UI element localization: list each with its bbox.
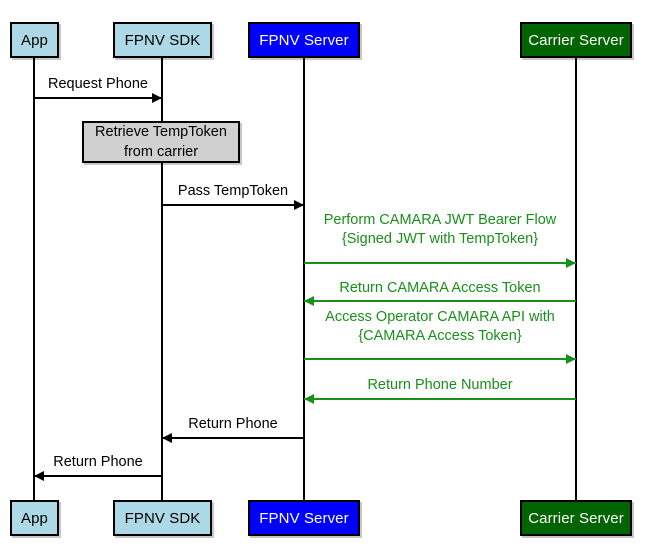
lifeline-carrier bbox=[575, 58, 577, 500]
message-arrowhead-return-camara-access-token bbox=[304, 296, 314, 306]
message-label-return-phone-server-to-sdk: Return Phone bbox=[162, 415, 304, 434]
actor-label: FPNV SDK bbox=[124, 31, 201, 49]
message-label-perform-camara-jwt-bearer-flow: Perform CAMARA JWT Bearer Flow {Signed JW… bbox=[304, 211, 576, 249]
actor-label: Carrier Server bbox=[528, 509, 624, 527]
actor-label: FPNV SDK bbox=[124, 509, 201, 527]
actor-footer-carrier[interactable]: Carrier Server bbox=[520, 500, 632, 536]
actor-header-sdk[interactable]: FPNV SDK bbox=[113, 22, 212, 58]
message-label-access-operator-camara-api: Access Operator CAMARA API with {CAMARA A… bbox=[304, 308, 576, 346]
message-arrowhead-return-phone-server-to-sdk bbox=[162, 433, 172, 443]
message-label-line: Perform CAMARA JWT Bearer Flow bbox=[323, 212, 557, 228]
message-label-line: Return Phone Number bbox=[367, 377, 513, 393]
message-arrow-return-camara-access-token bbox=[304, 300, 576, 302]
message-arrow-perform-camara-jwt-bearer-flow bbox=[304, 262, 576, 264]
lifeline-sdk bbox=[161, 58, 163, 500]
lifeline-server bbox=[303, 58, 305, 500]
message-arrowhead-request-phone bbox=[152, 93, 162, 103]
actor-label: FPNV Server bbox=[259, 509, 349, 527]
message-label-line: Access Operator CAMARA API with bbox=[325, 309, 555, 325]
message-label-line: Return CAMARA Access Token bbox=[339, 280, 541, 296]
actor-label: App bbox=[21, 31, 48, 49]
actor-footer-app[interactable]: App bbox=[10, 500, 59, 536]
message-label-return-camara-access-token: Return CAMARA Access Token bbox=[304, 279, 576, 298]
actor-label: FPNV Server bbox=[259, 31, 349, 49]
message-label-line: Pass TempToken bbox=[177, 183, 289, 199]
message-arrowhead-access-operator-camara-api bbox=[566, 354, 576, 364]
message-label-line: Return Phone bbox=[53, 454, 143, 470]
lifeline-app bbox=[33, 58, 35, 500]
message-label-line: Return Phone bbox=[188, 416, 278, 432]
message-arrowhead-return-phone-number bbox=[304, 394, 314, 404]
message-arrowhead-return-phone-sdk-to-app bbox=[34, 471, 44, 481]
message-label-return-phone-sdk-to-app: Return Phone bbox=[34, 453, 162, 472]
message-arrow-pass-temptoken bbox=[162, 204, 304, 206]
message-arrowhead-pass-temptoken bbox=[294, 200, 304, 210]
message-arrowhead-perform-camara-jwt-bearer-flow bbox=[566, 258, 576, 268]
message-label-return-phone-number: Return Phone Number bbox=[304, 376, 576, 395]
actor-label: App bbox=[21, 509, 48, 527]
message-arrow-request-phone bbox=[34, 97, 162, 99]
actor-footer-sdk[interactable]: FPNV SDK bbox=[113, 500, 212, 536]
message-arrow-return-phone-sdk-to-app bbox=[34, 475, 162, 477]
message-label-line: {Signed JWT with TempToken} bbox=[341, 231, 539, 247]
message-label-request-phone: Request Phone bbox=[34, 75, 162, 94]
note-line: from carrier bbox=[123, 144, 199, 160]
actor-label: Carrier Server bbox=[528, 31, 624, 49]
message-label-pass-temptoken: Pass TempToken bbox=[162, 182, 304, 201]
actor-header-app[interactable]: App bbox=[10, 22, 59, 58]
message-arrow-return-phone-number bbox=[304, 398, 576, 400]
message-label-line: Request Phone bbox=[48, 76, 148, 92]
note-line: Retrieve TempToken bbox=[95, 124, 227, 140]
message-arrow-access-operator-camara-api bbox=[304, 358, 576, 360]
actor-footer-server[interactable]: FPNV Server bbox=[248, 500, 360, 536]
message-arrow-return-phone-server-to-sdk bbox=[162, 437, 304, 439]
actor-header-server[interactable]: FPNV Server bbox=[248, 22, 360, 58]
actor-header-carrier[interactable]: Carrier Server bbox=[520, 22, 632, 58]
note-retrieve-temptoken: Retrieve TempToken from carrier bbox=[82, 121, 240, 163]
message-label-line: {CAMARA Access Token} bbox=[358, 328, 522, 344]
